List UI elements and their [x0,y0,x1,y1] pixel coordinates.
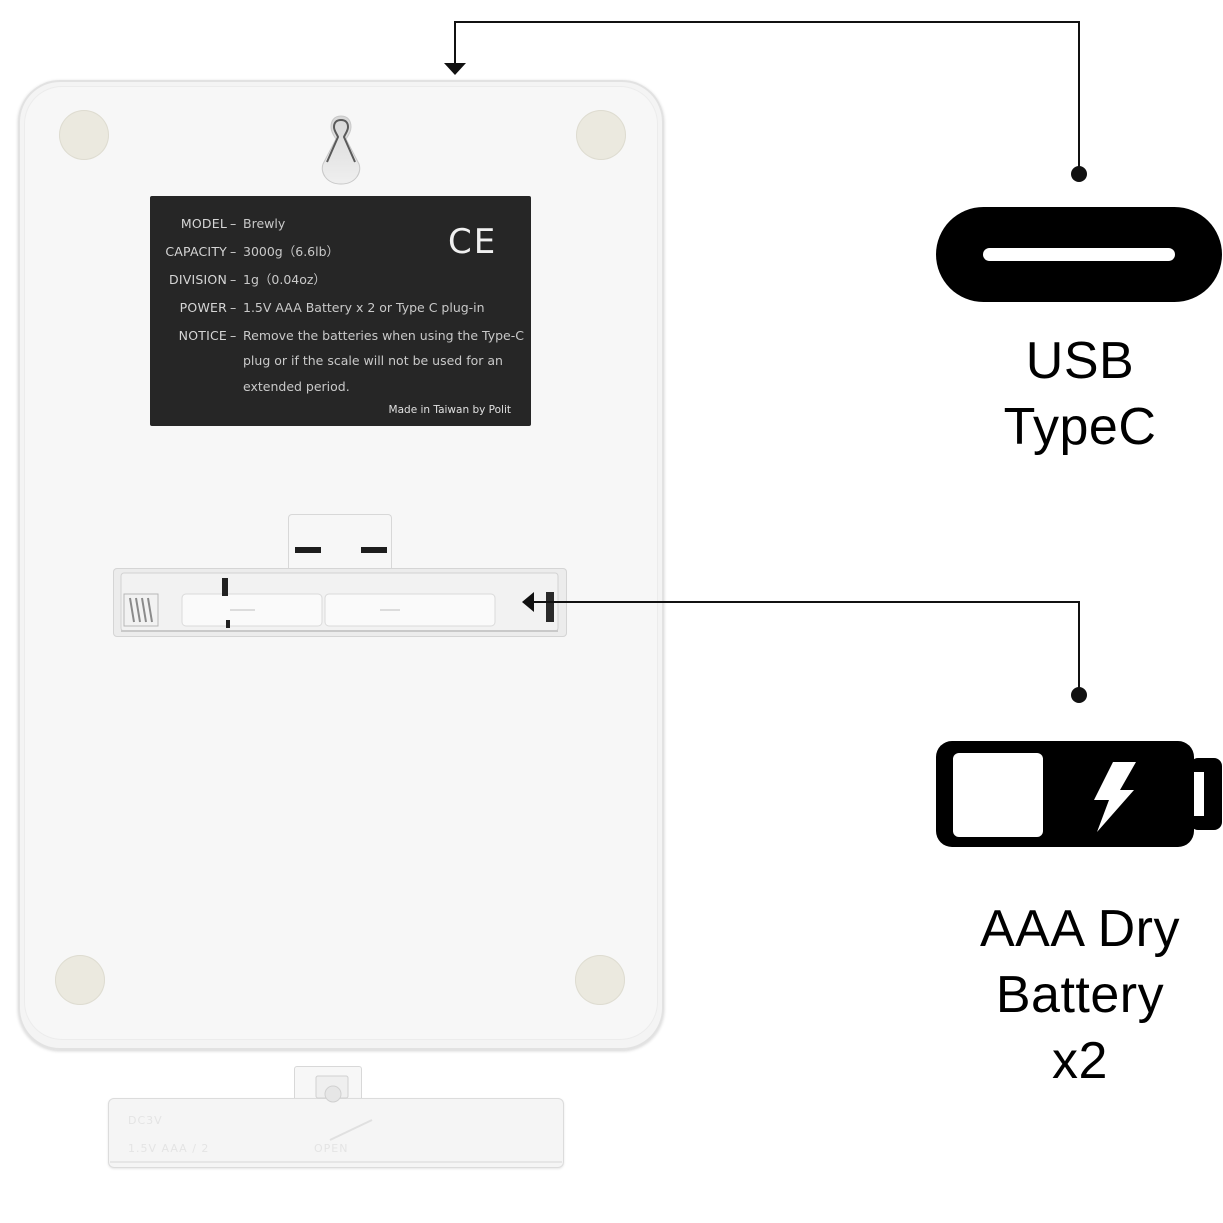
battery-label-line2: Battery [995,966,1165,1024]
battery-lid: DC3V 1.5V AAA / 2 OPEN [108,1098,564,1168]
spec-value: 3000g（6.6lb） [243,244,340,259]
spec-key: CAPACITY [165,244,227,259]
battery-label-line1: AAA Dry [980,900,1180,958]
spec-key: NOTICE [178,328,227,343]
notice-continuation-2: extended period. [243,379,350,394]
keyhole-slot-icon [321,115,361,185]
lid-marking-open: OPEN [314,1142,349,1155]
aaa-battery-label: AAA Dry Battery x2 [930,896,1223,1094]
rubber-foot-bottom-right [575,955,625,1005]
notice-continuation-1: plug or if the scale will not be used fo… [243,353,503,368]
spec-label: MODEL – Brewly CAPACITY – 3000g（6.6lb） D… [150,196,531,426]
rubber-foot-top-right [576,110,626,160]
lid-marking-battery: 1.5V AAA / 2 [128,1142,210,1155]
usb-label-line1: USB [1025,332,1135,390]
made-in-text: Made in Taiwan by Polit [388,404,511,416]
spec-value: 1g（0.04oz） [243,272,326,287]
spec-value: Brewly [243,216,286,231]
rubber-foot-top-left [59,110,109,160]
lid-marking-voltage: DC3V [128,1114,163,1127]
spec-key: MODEL [180,216,227,231]
spec-value: Remove the batteries when using the Type… [243,328,524,343]
rubber-foot-bottom-left [55,955,105,1005]
spec-value: 1.5V AAA Battery x 2 or Type C plug-in [243,300,485,315]
spec-key: DIVISION [169,272,227,287]
ce-mark-icon: CE [448,222,498,262]
battery-label-line3: x2 [1052,1032,1108,1090]
usb-typec-label: USB TypeC [930,328,1223,460]
usb-label-line2: TypeC [1003,398,1157,456]
spec-key: POWER [179,300,227,315]
